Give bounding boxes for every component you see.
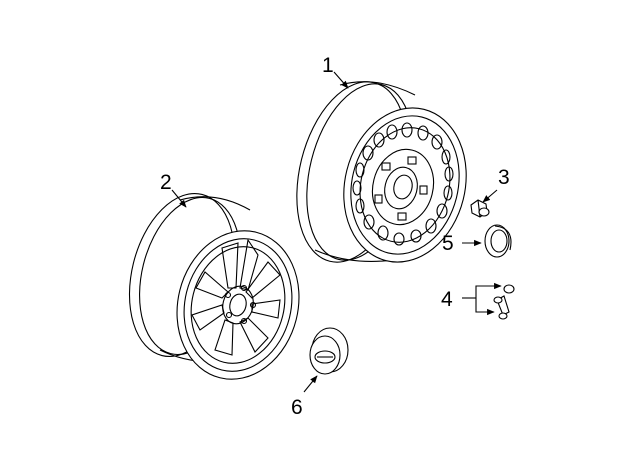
steel-wheel	[296, 81, 467, 263]
callout-4: 4	[441, 288, 453, 311]
callout-3: 3	[498, 166, 510, 189]
lug-nut	[470, 199, 490, 218]
alloy-wheel	[128, 193, 300, 380]
center-cap	[484, 224, 512, 258]
callout-2: 2	[160, 171, 172, 194]
callout-6: 6	[291, 396, 303, 419]
callout-5: 5	[442, 232, 454, 255]
wheel-vent-holes	[352, 122, 454, 246]
valve-stem	[493, 284, 515, 320]
wheel-cap	[309, 327, 349, 375]
leader-lines	[171, 71, 502, 393]
callout-1: 1	[322, 54, 334, 77]
